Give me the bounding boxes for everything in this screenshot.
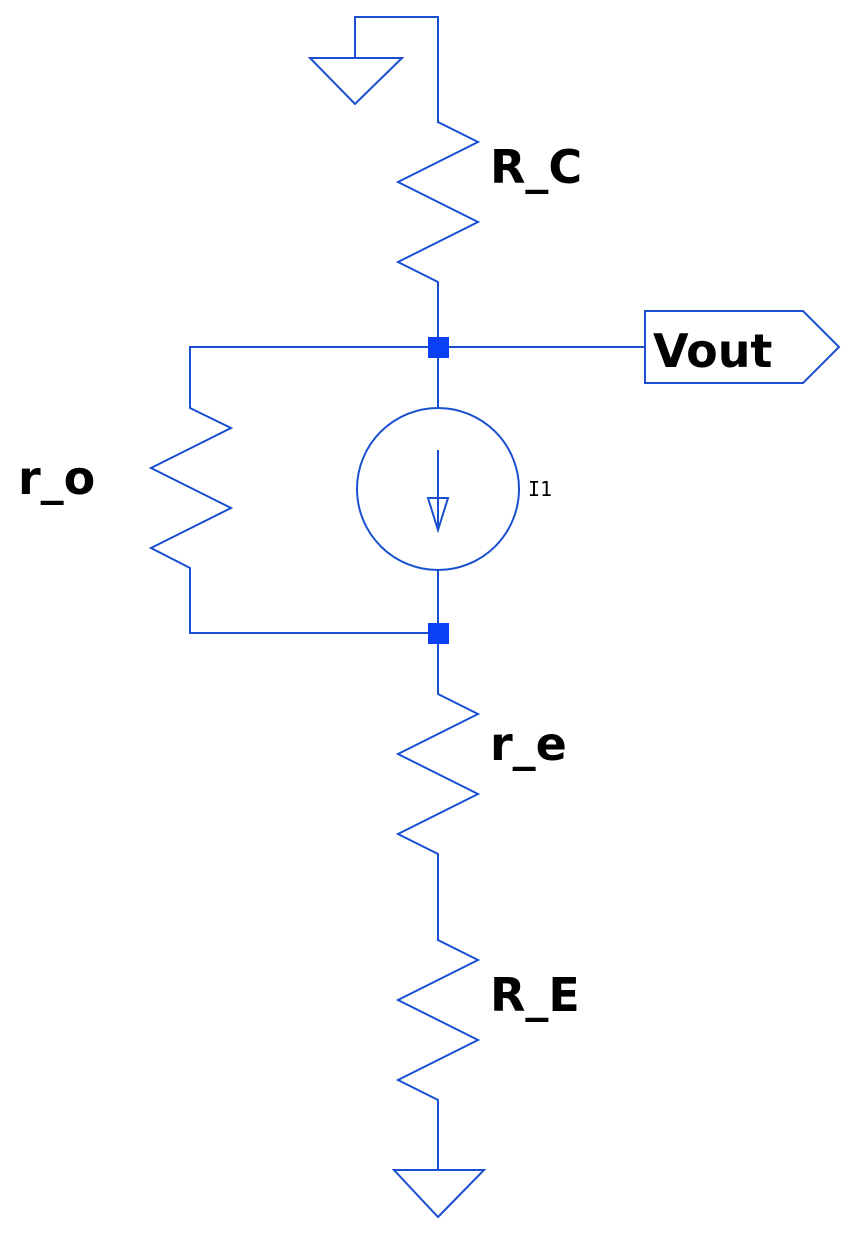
current-arrow-icon — [426, 450, 450, 534]
label-RE: R_E — [490, 968, 580, 1022]
resistor-re — [395, 632, 481, 941]
ground-icon — [391, 1169, 487, 1219]
junction-dot-icon — [428, 337, 449, 358]
resistor-ro — [148, 346, 439, 634]
current-source-circle — [356, 407, 520, 571]
junction-dot-icon — [428, 623, 449, 644]
label-source: I1 — [528, 477, 552, 501]
label-vout: Vout — [653, 324, 772, 378]
ground-icon — [307, 57, 405, 106]
wires — [148, 16, 841, 1219]
resistor-rc — [395, 120, 481, 348]
label-rc: R_C — [490, 140, 582, 194]
output-port-icon — [644, 310, 841, 384]
top-ground-wire — [354, 16, 439, 123]
label-ro: r_o — [18, 451, 95, 505]
current-source-i1 — [356, 407, 520, 571]
label-re: r_e — [490, 717, 567, 771]
resistor-RE — [395, 938, 481, 1171]
